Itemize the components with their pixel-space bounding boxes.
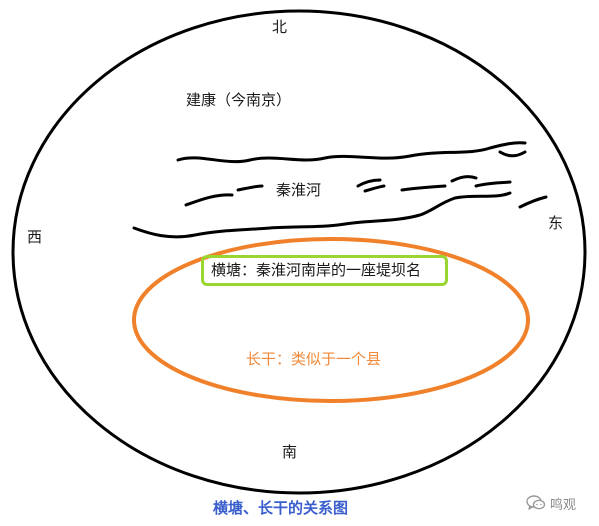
watermark: 鸣观 — [526, 492, 576, 514]
river-line-mid-right1 — [356, 178, 382, 188]
river-line-mid-right1b — [363, 184, 386, 193]
east-label: 东 — [548, 214, 564, 232]
changgan-label: 长干：类似于一个县 — [246, 350, 382, 368]
river-line-bottom-tail — [518, 195, 548, 209]
river-line-mid-left2 — [236, 184, 264, 192]
wechat-chat-bubble-icon — [526, 495, 546, 510]
river-lines — [132, 141, 548, 239]
changgan-region-ellipse — [132, 237, 530, 403]
hengtang-label-box — [201, 255, 448, 286]
city-label-jiankang: 建康（今南京） — [186, 91, 292, 109]
hengtang-label: 横塘：秦淮河南岸的一座堤坝名 — [211, 261, 422, 279]
river-line-top — [176, 141, 527, 164]
west-label: 西 — [27, 228, 43, 246]
map-boundary-ellipse — [11, 9, 587, 495]
river-line-top-tail — [498, 150, 527, 158]
river-line-mid-right4 — [474, 180, 512, 188]
river-line-bottom — [132, 191, 512, 239]
diagram-caption: 横塘、长干的关系图 — [213, 499, 349, 517]
river-label-qinhuai: 秦淮河 — [276, 181, 322, 199]
river-line-mid-left — [184, 193, 234, 207]
watermark-text: 鸣观 — [550, 497, 577, 513]
river-line-mid-right2 — [400, 184, 447, 192]
south-label: 南 — [282, 443, 298, 461]
river-line-mid-right3 — [450, 175, 478, 183]
north-label: 北 — [272, 18, 288, 36]
